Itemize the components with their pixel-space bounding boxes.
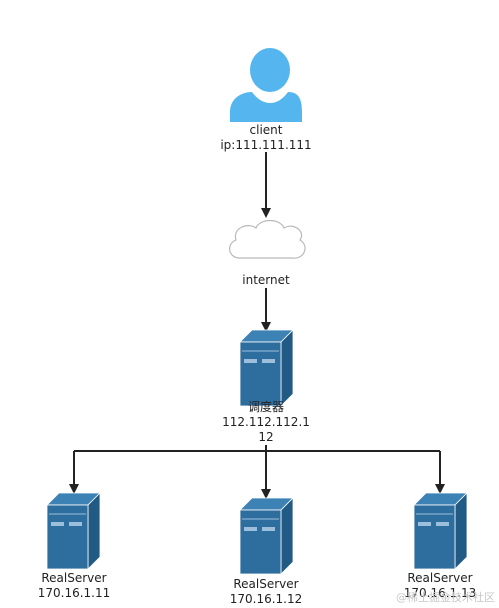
- scheduler-ip-continued: 12: [258, 430, 274, 444]
- scheduler-ip: 112.112.112.1: [222, 415, 310, 429]
- realserver-3-name: RealServer: [407, 571, 473, 585]
- realserver-2-ip: 170.16.1.12: [229, 592, 303, 606]
- realserver-1-ip: 170.16.1.11: [37, 586, 111, 600]
- server-icon: [413, 492, 468, 570]
- realserver-3-ip: 170.16.1.13: [403, 586, 477, 600]
- server-icon: [239, 497, 294, 575]
- internet-label: internet: [242, 273, 290, 287]
- realserver-2-label: RealServer 170.16.1.12: [230, 577, 303, 607]
- scheduler-label: 调度器 112.112.112.1 12: [222, 400, 310, 445]
- cloud-icon: [229, 219, 306, 259]
- scheduler-name: 调度器: [247, 400, 285, 414]
- realserver-2-name: RealServer: [233, 577, 299, 591]
- client-name: client: [249, 123, 283, 137]
- watermark: @稀土掘金技术社区: [396, 591, 495, 604]
- client-ip: ip:111.111.111: [220, 138, 312, 152]
- user-icon: [230, 48, 302, 122]
- server-icon: [46, 492, 101, 570]
- client-label: client ip:111.111.111: [220, 123, 311, 153]
- server-icon: [239, 329, 294, 407]
- realserver-3-label: RealServer 170.16.1.13: [404, 571, 477, 601]
- connectors: [69, 152, 445, 499]
- realserver-1-label: RealServer 170.16.1.11: [38, 571, 111, 601]
- realserver-1-name: RealServer: [41, 571, 107, 585]
